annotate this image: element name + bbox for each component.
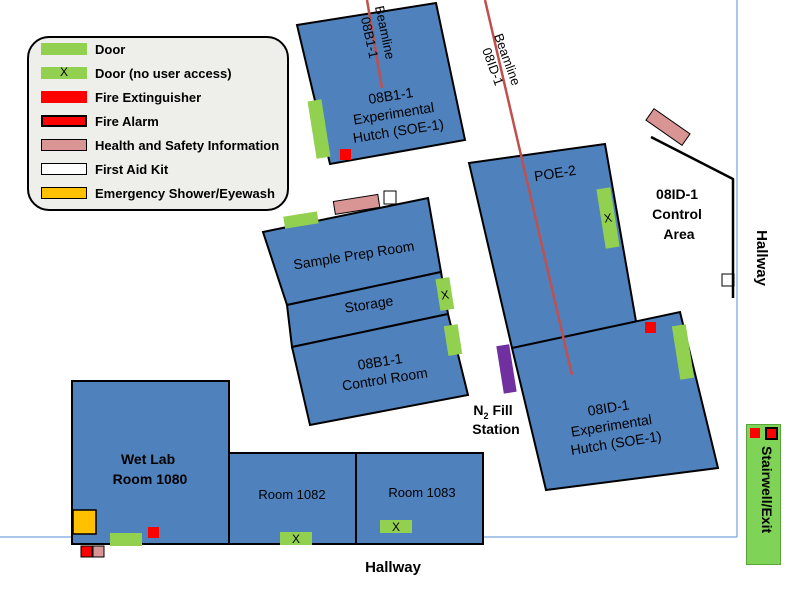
door-no-access-1083: X xyxy=(380,520,412,534)
door-08b1-hutch[interactable] xyxy=(307,99,331,159)
n2-label-station: Station xyxy=(472,421,519,437)
svg-text:Beamline 08ID-1: Beamline 08ID-1 xyxy=(476,31,525,96)
legend-label-door: Door xyxy=(95,41,126,57)
legend-label-fire-extinguisher: Fire Extinguisher xyxy=(95,89,202,105)
fire-extinguisher-08id-hutch xyxy=(645,322,656,333)
legend-row-emergency-shower: Emergency Shower/Eyewash xyxy=(41,184,275,202)
room-storage[interactable]: Storage xyxy=(285,270,450,349)
hallway-right-label: Hallway xyxy=(753,230,770,287)
door-no-access-storage: X xyxy=(435,277,455,311)
door-sample-prep[interactable] xyxy=(283,211,319,229)
health-safety-info-icon xyxy=(41,139,87,151)
door-icon xyxy=(41,43,87,55)
emergency-shower-icon xyxy=(41,187,87,199)
legend-label-fire-alarm: Fire Alarm xyxy=(95,113,159,129)
legend-row-health-safety: Health and Safety Information xyxy=(41,136,279,154)
room-storage-label: Storage xyxy=(343,292,394,316)
door-no-access-mark: X xyxy=(59,65,68,79)
room-wet-lab-label-1: Wet Lab xyxy=(121,451,175,467)
beamline-08b1-line xyxy=(365,0,384,89)
legend-label-first-aid: First Aid Kit xyxy=(95,161,169,177)
n2-label-sub: 2 xyxy=(484,411,489,421)
fire-extinguisher-08b1-hutch xyxy=(340,149,351,160)
door-08id-hutch[interactable] xyxy=(671,324,695,380)
n2-label-fill: Fill xyxy=(489,402,513,418)
fire-alarm-icon xyxy=(41,115,87,127)
stairwell-exit[interactable] xyxy=(746,424,781,565)
first-aid-kit-icon xyxy=(41,163,87,175)
n2-label-n: N xyxy=(473,402,483,418)
fire-extinguisher-wet-lab xyxy=(148,527,159,538)
legend-row-door: Door xyxy=(41,40,125,58)
room-08b1-hutch-label-1: 08B1-1 xyxy=(367,84,414,107)
map-legend: Door X Door (no user access) Fire Exting… xyxy=(27,36,289,211)
fire-extinguishers xyxy=(148,149,656,538)
room-08b1-control[interactable]: 08B1-1 Control Room xyxy=(290,312,470,427)
n2-label: N2 Fill Station xyxy=(472,402,519,437)
svg-text:X: X xyxy=(440,287,450,302)
legend-row-first-aid: First Aid Kit xyxy=(41,160,168,178)
legend-row-fire-alarm: Fire Alarm xyxy=(41,112,159,130)
control-area-label-1: 08ID-1 xyxy=(656,186,698,202)
room-wet-lab-1080[interactable]: Wet Lab Room 1080 xyxy=(71,380,230,545)
legend-row-fire-extinguisher: Fire Extinguisher xyxy=(41,88,201,106)
doors xyxy=(110,99,695,546)
room-poe2[interactable]: POE-2 xyxy=(467,142,639,350)
svg-text:08ID-1 Control Area: 08ID-1 Control Area xyxy=(652,186,706,242)
svg-text:X: X xyxy=(603,210,613,225)
room-1083-label: Room 1083 xyxy=(388,485,455,500)
svg-text:Wet Lab Room 1080: Wet Lab Room 1080 xyxy=(113,451,188,487)
legend-row-door-no-access: X Door (no user access) xyxy=(41,64,232,82)
control-area-wall xyxy=(650,135,735,298)
room-wet-lab-label-2: Room 1080 xyxy=(113,471,188,487)
room-1083[interactable]: Room 1083 xyxy=(355,452,484,545)
fire-extinguisher-icon xyxy=(41,91,87,103)
first-aid-kit-sample-prep xyxy=(383,190,397,205)
room-08id-hutch-label-1: 08ID-1 xyxy=(586,396,630,418)
fire-extinguisher-stairwell xyxy=(750,428,760,438)
hallway-bottom-label: Hallway xyxy=(365,559,422,576)
room-1082-label: Room 1082 xyxy=(258,487,325,502)
room-08id-hutch[interactable]: 08ID-1 Experimental Hutch (SOE-1) xyxy=(510,310,720,492)
health-safety-info-sample-prep xyxy=(332,193,381,215)
fire-alarm-wet-lab xyxy=(80,545,93,558)
room-1082[interactable]: Room 1082 xyxy=(228,452,357,545)
emergency-shower-wet-lab xyxy=(72,509,97,535)
legend-label-emergency-shower: Emergency Shower/Eyewash xyxy=(95,185,275,201)
room-poe2-label: POE-2 xyxy=(533,162,577,184)
legend-label-door-no-access: Door (no user access) xyxy=(95,65,232,81)
door-no-access-icon: X xyxy=(41,65,87,79)
n2-fill-station xyxy=(496,344,517,394)
doors-no-access: X X X X xyxy=(280,187,620,546)
svg-text:08ID-1 Experimental: 08ID-1 Experimental Hutch (SOE-1) xyxy=(564,392,663,458)
legend-label-health-safety: Health and Safety Information xyxy=(95,137,280,153)
beamline-08id-line xyxy=(483,0,574,376)
room-08b1-control-label-1: 08B1-1 xyxy=(356,350,403,373)
fire-alarm-stairwell xyxy=(765,427,778,440)
door-no-access-1082: X xyxy=(280,532,312,546)
svg-text:X: X xyxy=(392,520,400,534)
stairwell-exit-label: Stairwell/Exit xyxy=(759,446,775,534)
health-safety-info-control-area xyxy=(645,107,691,147)
control-area-label-3: Area xyxy=(663,226,694,242)
control-area-label-2: Control xyxy=(652,206,702,222)
svg-text:X: X xyxy=(292,532,300,546)
door-wet-lab[interactable] xyxy=(110,533,142,546)
door-no-access-poe2: X xyxy=(596,187,620,249)
door-08b1-control[interactable] xyxy=(443,324,463,356)
health-safety-info-wet-lab xyxy=(92,545,105,558)
